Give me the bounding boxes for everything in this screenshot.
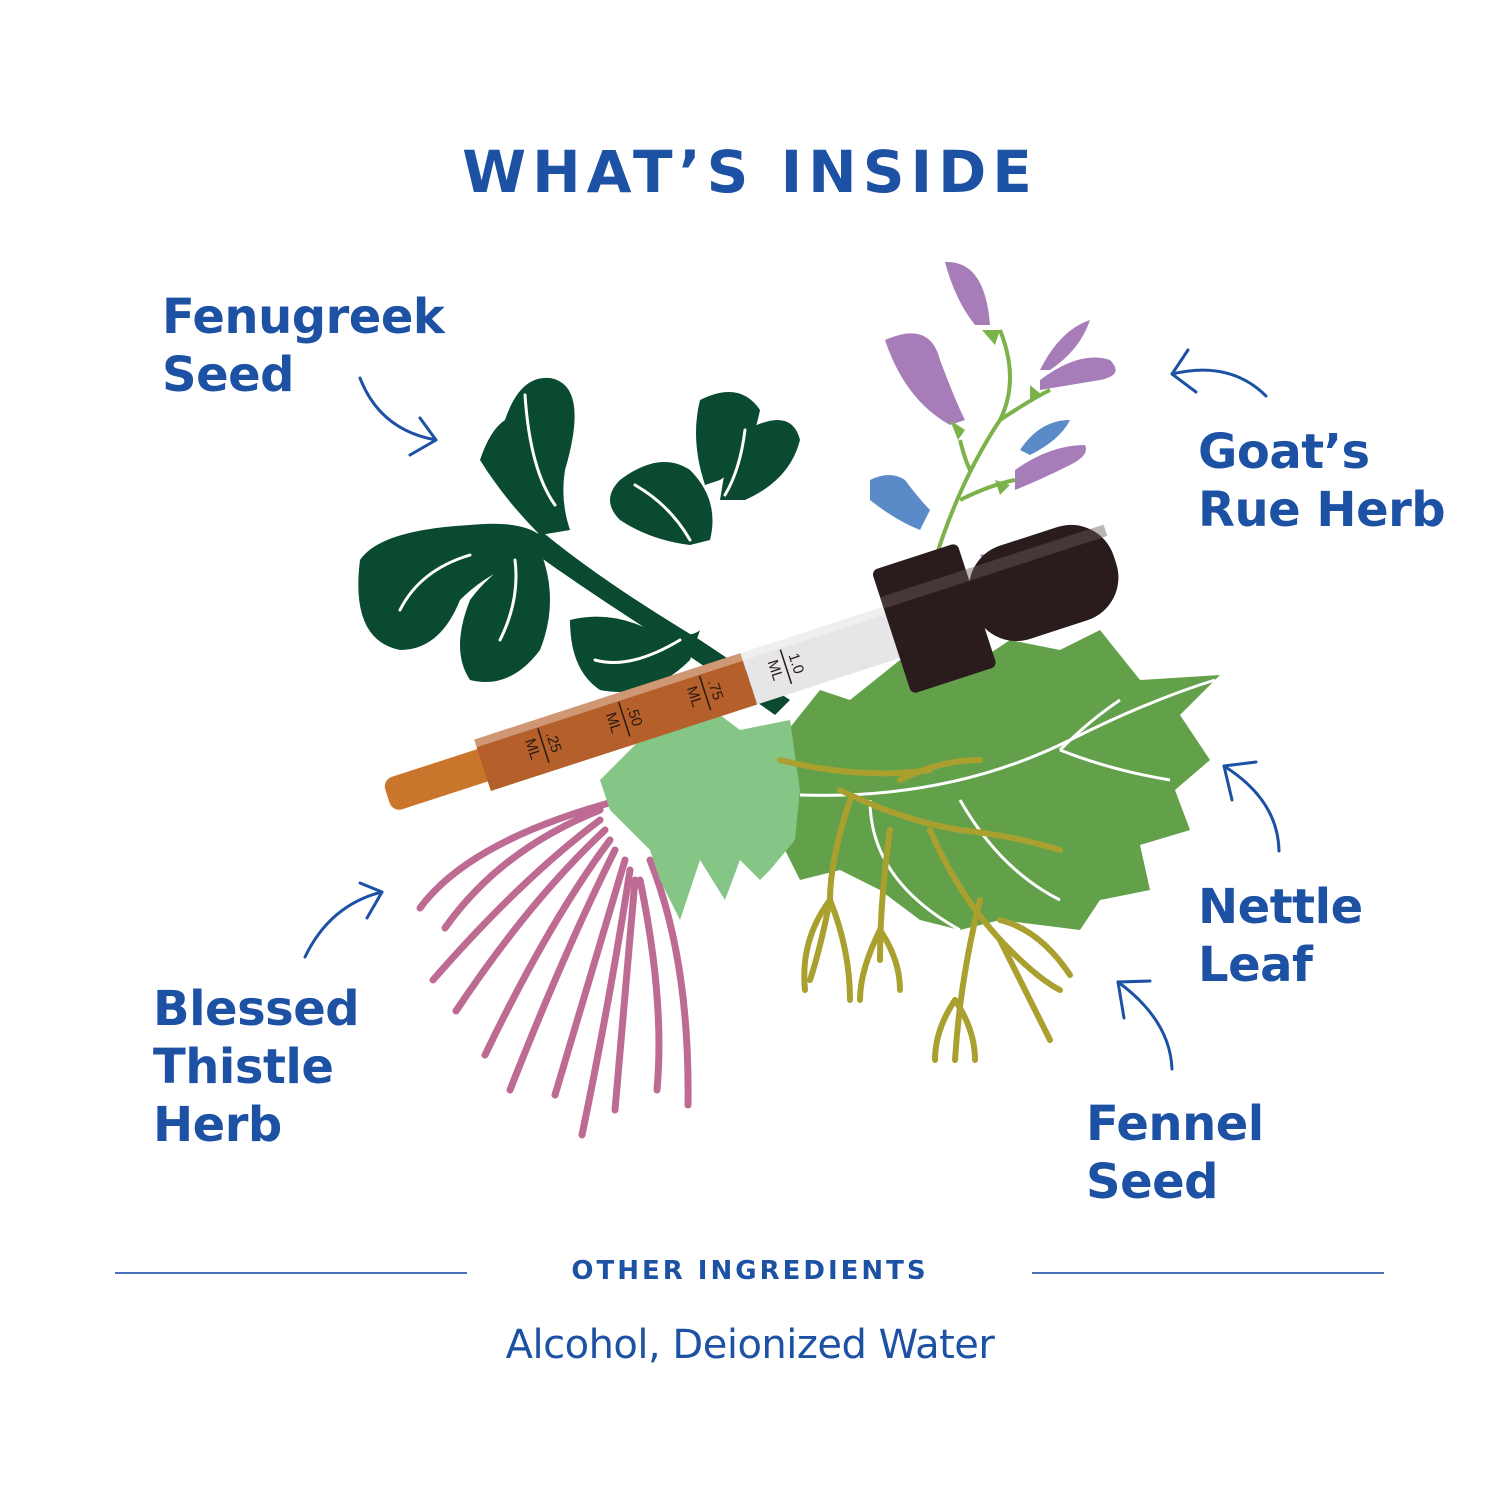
page-title: WHAT’S INSIDE <box>462 138 1038 206</box>
svg-text:ML: ML <box>764 658 787 683</box>
label-fennel-seed: Fennel Seed <box>1086 1096 1264 1210</box>
nettle-leaf-illustration <box>780 630 1220 932</box>
svg-text:.50: .50 <box>623 703 646 728</box>
arrow-icons <box>303 348 1281 1071</box>
divider-right <box>1032 1272 1384 1274</box>
svg-text:1.0: 1.0 <box>785 651 808 676</box>
thistle-arrow-icon <box>303 881 384 959</box>
label-fenugreek-seed: Fenugreek Seed <box>162 289 445 403</box>
dropper-illustration: 1.0 ML .75 ML .50 ML .25 ML <box>384 524 1119 810</box>
label-nettle-leaf: Nettle Leaf <box>1198 879 1363 993</box>
thistle-leaf-illustration <box>600 700 800 920</box>
goats-rue-arrow-icon <box>1170 348 1268 398</box>
label-blessed-thistle-herb: Blessed Thistle Herb <box>153 981 360 1153</box>
svg-text:ML: ML <box>602 710 625 735</box>
other-ingredients-value: Alcohol, Deionized Water <box>505 1322 995 1368</box>
fenugreek-arrow-icon <box>358 376 438 457</box>
dropper-mark-0-25: .25 ML <box>521 728 565 763</box>
label-goats-rue-herb: Goat’s Rue Herb <box>1198 424 1446 538</box>
dropper-mark-0-50: .50 ML <box>602 701 646 737</box>
other-ingredients-heading: OTHER INGREDIENTS <box>571 1256 929 1286</box>
svg-text:.25: .25 <box>542 730 565 755</box>
dropper-mark-0-75: .75 ML <box>683 675 727 711</box>
blessed-thistle-illustration <box>416 796 692 1139</box>
svg-text:ML: ML <box>521 737 544 762</box>
fennel-seed-illustration <box>777 757 1073 1063</box>
dropper-mark-1-0: 1.0 ML <box>764 649 808 685</box>
svg-text:.75: .75 <box>704 677 727 702</box>
nettle-arrow-icon <box>1222 760 1281 853</box>
svg-text:ML: ML <box>683 684 706 709</box>
fennel-arrow-icon <box>1116 979 1174 1071</box>
divider-left <box>115 1272 467 1274</box>
goats-rue-illustration <box>870 261 1116 580</box>
